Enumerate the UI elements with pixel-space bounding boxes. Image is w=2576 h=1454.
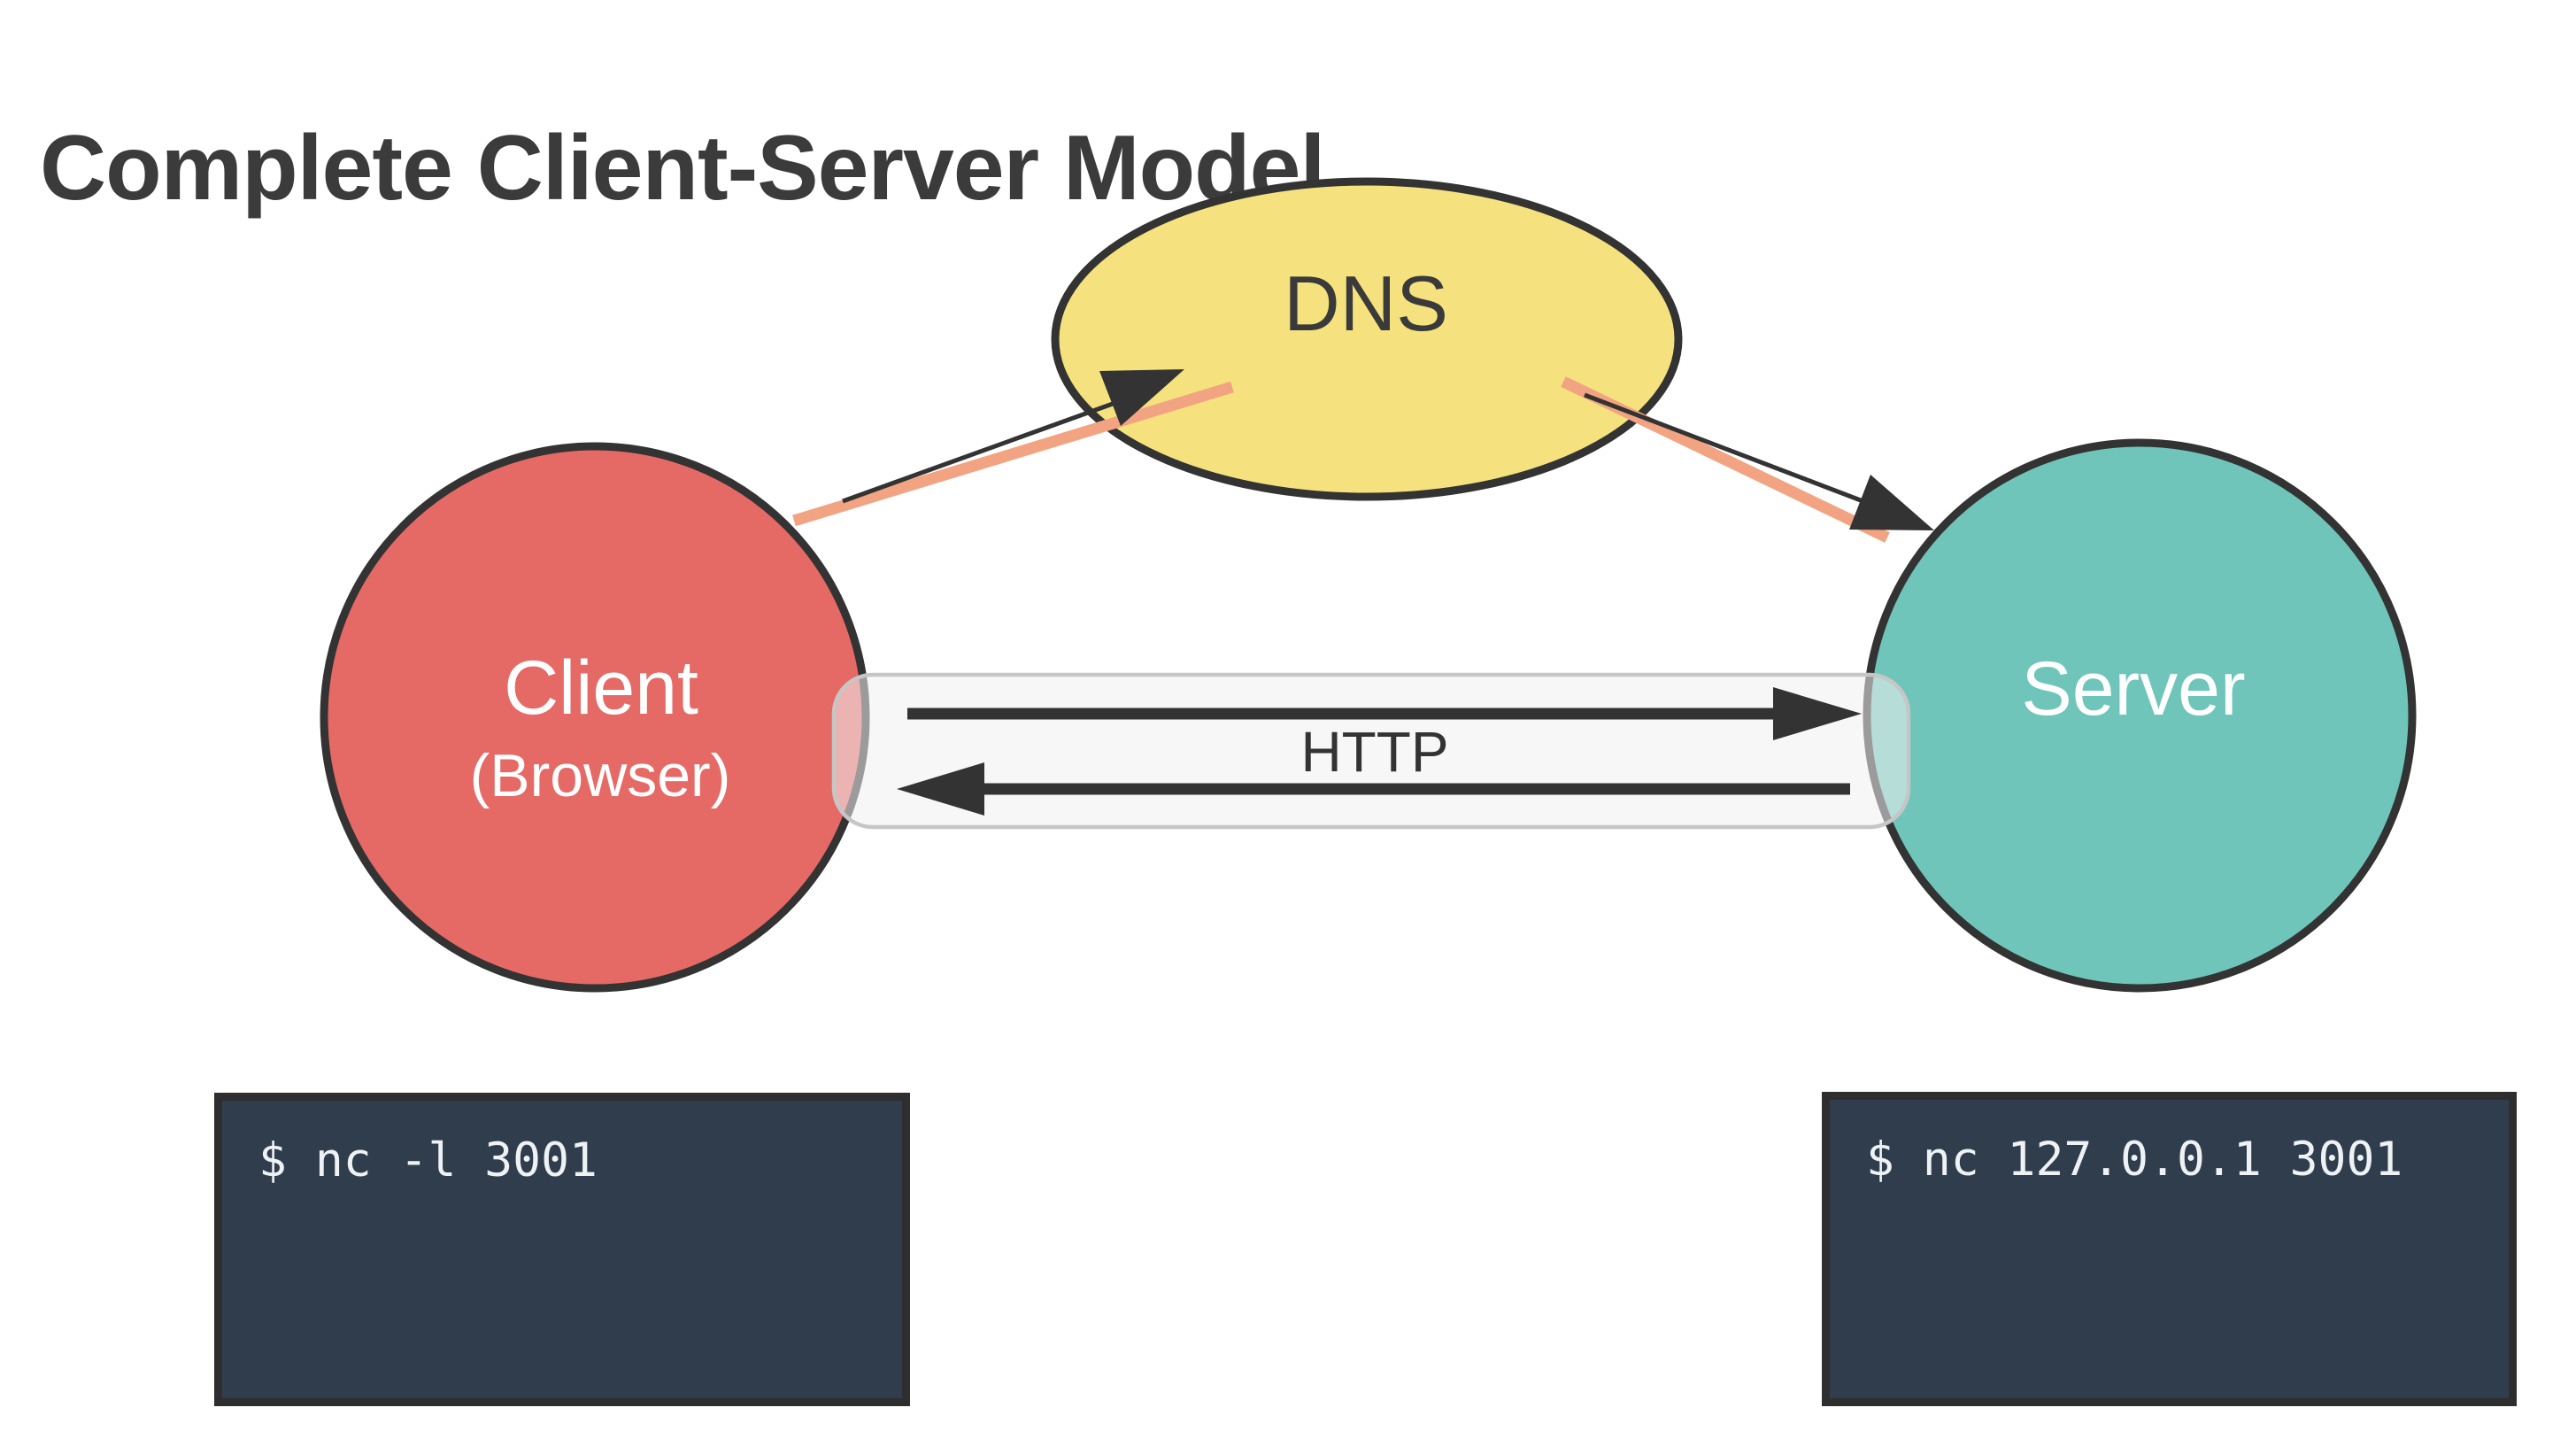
client-dns-link-salmon [792, 381, 1234, 527]
page-title: Complete Client-Server Model [40, 116, 1325, 220]
http-label: HTTP [1300, 720, 1449, 784]
client-label: Client [504, 646, 698, 731]
http-request-arrowhead [1773, 687, 1862, 740]
http-response-arrowhead [897, 762, 984, 816]
dns-server-arrowhead [1849, 475, 1934, 530]
terminal-left-command: $ nc -l 3001 [258, 1133, 598, 1187]
client-dns-arrowhead [1099, 369, 1184, 426]
terminal-right: $ nc 127.0.0.1 3001 [1822, 1092, 2517, 1406]
dns-label: DNS [1284, 259, 1448, 347]
client-sublabel: (Browser) [469, 742, 731, 809]
client-dns-link [842, 398, 1123, 504]
terminal-left: $ nc -l 3001 [214, 1093, 910, 1406]
terminal-right-command: $ nc 127.0.0.1 3001 [1866, 1133, 2403, 1187]
dns-server-link [1584, 392, 1873, 507]
dns-ellipse [1051, 177, 1683, 501]
server-label: Server [2021, 646, 2246, 731]
